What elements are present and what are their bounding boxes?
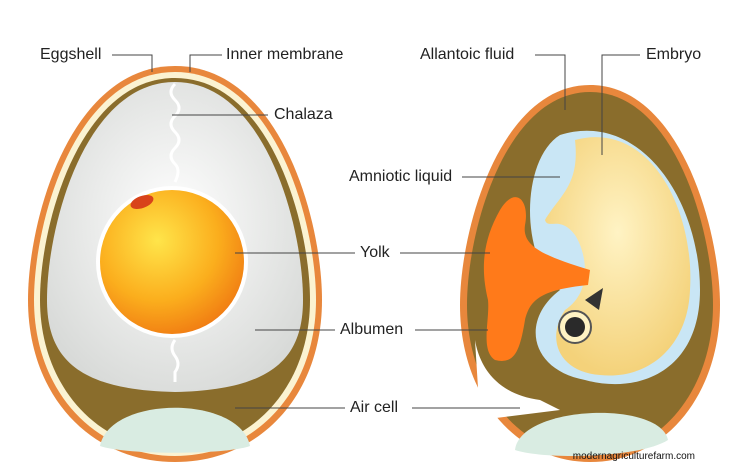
- watermark: modernagriculturefarm.com: [572, 451, 695, 462]
- label-embryo: Embryo: [646, 46, 702, 63]
- label-yolk: Yolk: [360, 244, 390, 261]
- fertilized-egg: [460, 85, 720, 462]
- label-eggshell: Eggshell: [40, 46, 102, 63]
- unfertilized-egg: [28, 66, 322, 462]
- label-albumen: Albumen: [340, 321, 404, 338]
- leader-lines: [112, 54, 640, 409]
- label-air-cell: Air cell: [350, 399, 399, 416]
- label-chalaza: Chalaza: [274, 106, 333, 123]
- label-amniotic-liquid: Amniotic liquid: [349, 168, 453, 185]
- air-cell: [100, 407, 250, 453]
- chalaza: [169, 82, 181, 183]
- label-allantoic-fluid: Allantoic fluid: [420, 46, 515, 63]
- allantois: [483, 197, 590, 361]
- label-inner-membrane: Inner membrane: [226, 46, 344, 63]
